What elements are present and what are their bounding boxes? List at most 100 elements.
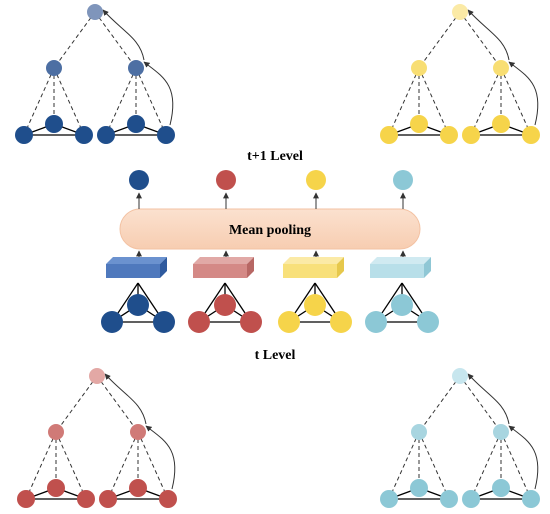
tree-yellow-leaf-node <box>462 126 480 144</box>
tree-blue-edge-dashed <box>105 67 137 136</box>
feature-slab-side-cyan <box>424 257 431 278</box>
tree-cyan-mid-node <box>493 424 509 440</box>
tree-blue-leaf-node <box>97 126 115 144</box>
feature-slab-side-blue <box>160 257 167 278</box>
tree-red-edge-dashed <box>25 431 57 500</box>
center-pooling-section <box>101 170 439 333</box>
mean-pooling-label: Mean pooling <box>229 223 311 238</box>
tree-blue-edge-dashed <box>53 67 85 136</box>
center-column-red <box>188 170 262 333</box>
feature-slab-side-red <box>247 257 254 278</box>
tree-red-edge-dashed <box>137 431 169 500</box>
tree-blue-edge-dashed <box>53 11 96 69</box>
tree-blue-leaf-node <box>15 126 33 144</box>
tree-yellow-leaf-triangle <box>388 123 450 136</box>
tree-blue-root-node <box>87 4 103 20</box>
tree-blue-leaf-triangle <box>105 123 167 136</box>
graph-node-yellow <box>278 311 300 333</box>
center-column-cyan <box>365 170 439 333</box>
tree-red-leaf-triangle <box>107 487 169 500</box>
graph-node-red <box>214 294 236 316</box>
tree-red-leaf-node <box>99 490 117 508</box>
tree-cyan-leaf-node <box>462 490 480 508</box>
tree-cyan-leaf-node <box>522 490 540 508</box>
center-column-yellow <box>278 170 352 333</box>
lower-level-label: t Level <box>255 348 296 363</box>
tree-red-leaf-node <box>47 479 65 497</box>
tree-red-edge-dashed <box>107 431 139 500</box>
tree-blue-leaf-node <box>127 115 145 133</box>
feature-slab-top-blue <box>106 257 167 264</box>
tree-red-edge-dashed <box>55 431 87 500</box>
graph-node-blue <box>153 311 175 333</box>
upper-level-label: t+1 Level <box>247 149 303 164</box>
tree-yellow-edge-dashed <box>470 67 502 136</box>
tree-cyan-leaf-node <box>492 479 510 497</box>
tree-yellow-mid-node <box>493 60 509 76</box>
tree-red-leaf-node <box>17 490 35 508</box>
graph-node-blue <box>127 294 149 316</box>
tree-red-leaf-node <box>77 490 95 508</box>
feature-slab-yellow <box>283 264 337 278</box>
tree-yellow-curved-arrow <box>508 61 539 126</box>
tree-blue-leaf-node <box>75 126 93 144</box>
tree-red-leaf-node <box>159 490 177 508</box>
tree-blue-edge-dashed <box>94 11 137 69</box>
feature-slab-side-yellow <box>337 257 344 278</box>
tree-red-curved-arrow <box>104 373 147 425</box>
tree-yellow-leaf-node <box>380 126 398 144</box>
graph-node-yellow <box>304 294 326 316</box>
output-node-cyan <box>393 170 413 190</box>
mean-pooling-bar <box>119 208 421 250</box>
center-column-blue <box>101 170 175 333</box>
tree-cyan-root-node <box>452 368 468 384</box>
tree-yellow-leaf-node <box>492 115 510 133</box>
tree-red-leaf-node <box>129 479 147 497</box>
tree-top-left-blue <box>15 4 175 144</box>
tree-blue-edge-dashed <box>135 67 167 136</box>
tree-yellow-edge-dashed <box>418 11 461 69</box>
graph-node-red <box>240 311 262 333</box>
graph-triangle-red <box>196 304 254 323</box>
tree-yellow-mid-node <box>411 60 427 76</box>
tree-blue-mid-node <box>128 60 144 76</box>
tree-yellow-leaf-triangle <box>470 123 532 136</box>
tree-cyan-edge-dashed <box>388 431 420 500</box>
tree-blue-curved-arrow <box>143 61 174 126</box>
feature-slab-top-red <box>193 257 254 264</box>
tree-cyan-curved-arrow <box>467 373 510 425</box>
feature-slab-top-cyan <box>370 257 431 264</box>
tree-blue-leaf-triangle <box>23 123 85 136</box>
tree-red-mid-node <box>48 424 64 440</box>
output-node-blue <box>129 170 149 190</box>
graph-node-cyan <box>365 311 387 333</box>
feature-slab-top-yellow <box>283 257 344 264</box>
tree-yellow-root-node <box>452 4 468 20</box>
feature-slab-blue <box>106 264 160 278</box>
tree-red-edge-dashed <box>55 375 98 433</box>
tree-yellow-leaf-node <box>410 115 428 133</box>
tree-cyan-leaf-triangle <box>470 487 532 500</box>
tree-cyan-mid-node <box>411 424 427 440</box>
tree-blue-mid-node <box>46 60 62 76</box>
tree-yellow-curved-arrow <box>467 9 510 61</box>
tree-blue-leaf-node <box>45 115 63 133</box>
feature-slab-cyan <box>370 264 424 278</box>
tree-red-leaf-triangle <box>25 487 87 500</box>
tree-yellow-leaf-node <box>440 126 458 144</box>
graph-node-blue <box>101 311 123 333</box>
graph-node-yellow <box>330 311 352 333</box>
tree-cyan-curved-arrow <box>508 425 539 490</box>
output-node-red <box>216 170 236 190</box>
tree-cyan-leaf-node <box>410 479 428 497</box>
tree-blue-curved-arrow <box>102 9 145 61</box>
graph-node-red <box>188 311 210 333</box>
feature-slab-red <box>193 264 247 278</box>
tree-cyan-edge-dashed <box>418 431 450 500</box>
graph-node-cyan <box>417 311 439 333</box>
tree-cyan-leaf-triangle <box>388 487 450 500</box>
output-node-yellow <box>306 170 326 190</box>
tree-yellow-edge-dashed <box>459 11 502 69</box>
tree-blue-leaf-node <box>157 126 175 144</box>
